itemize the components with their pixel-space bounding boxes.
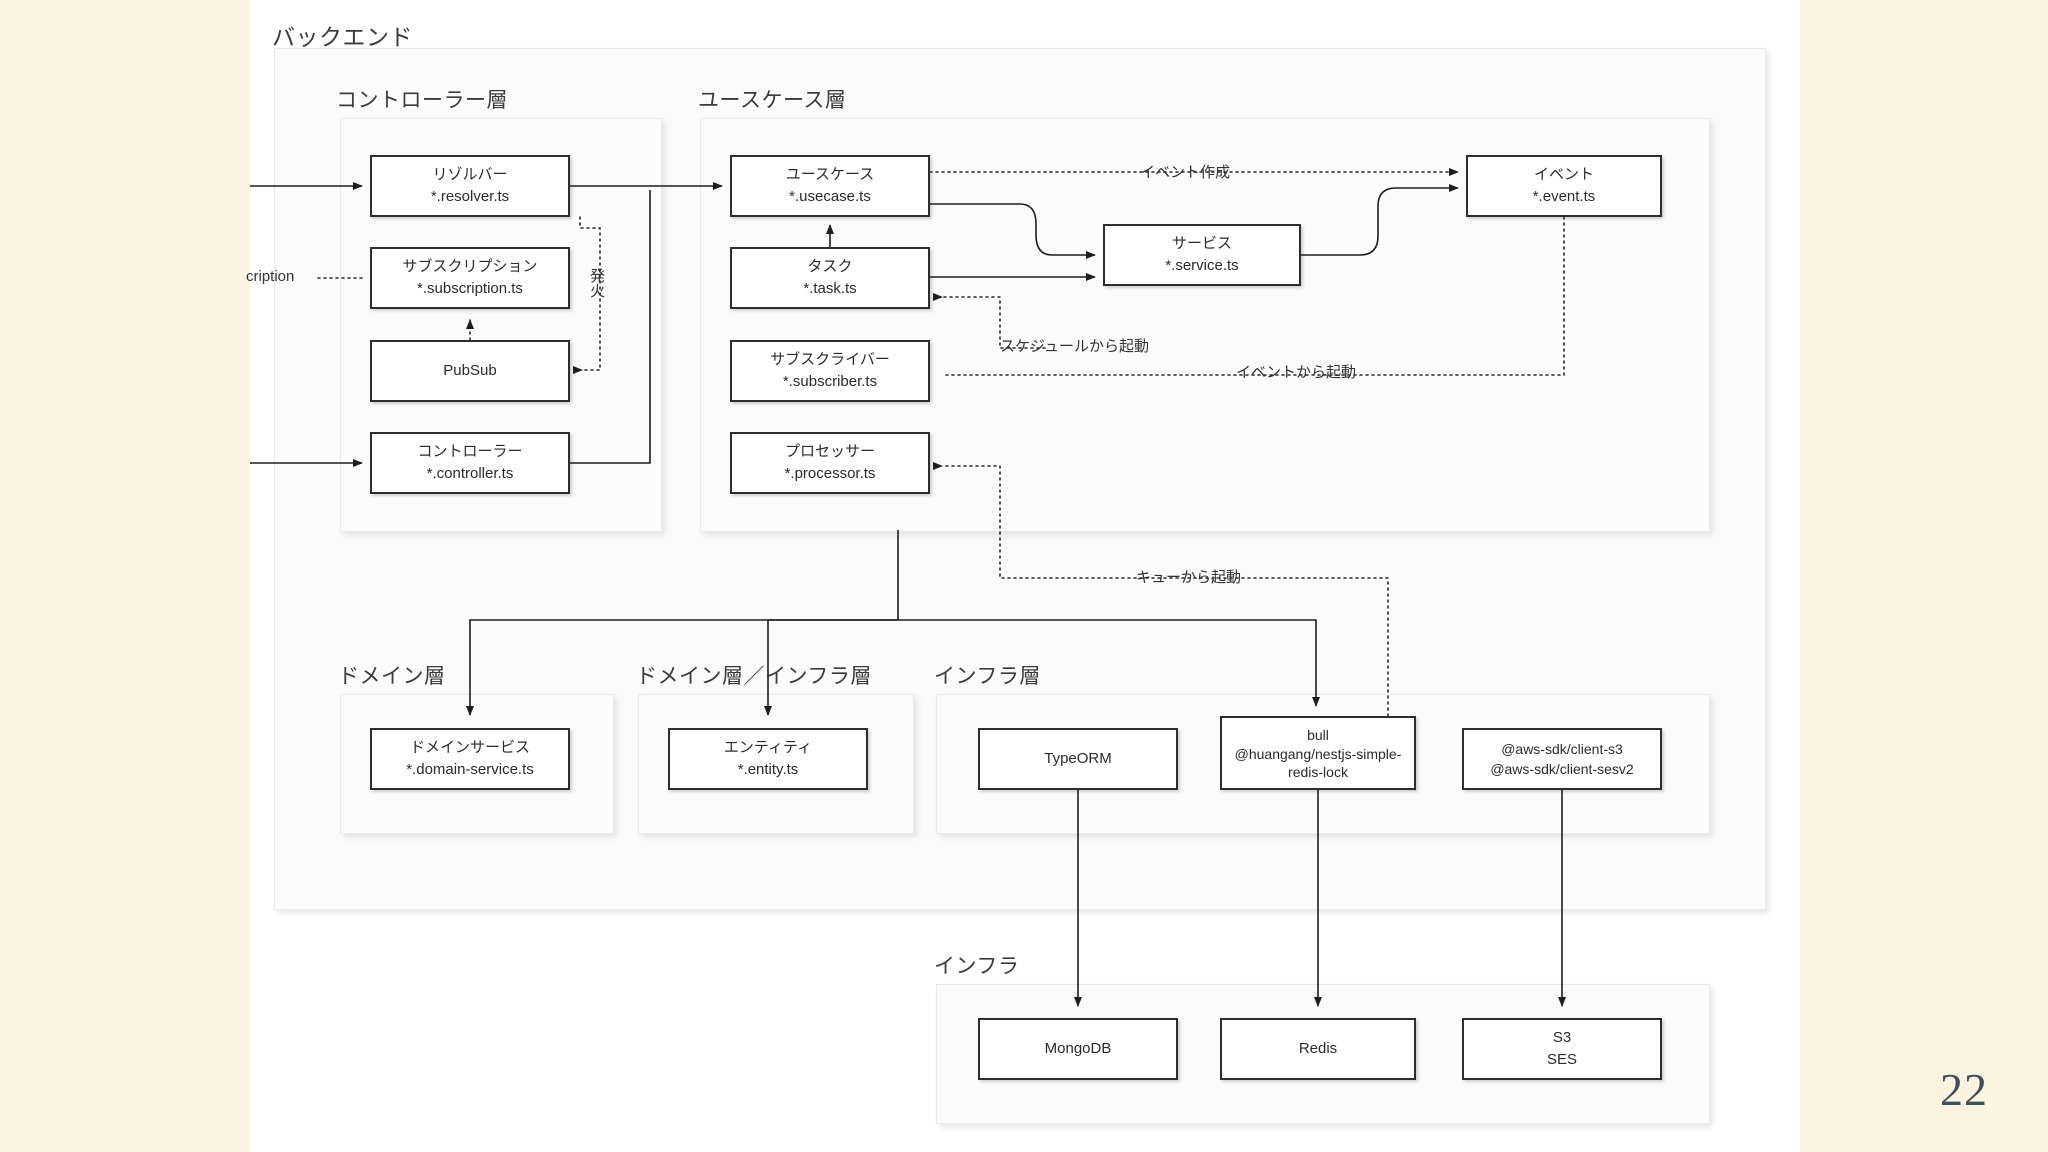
- group-label-domain-layer: ドメイン層: [338, 665, 446, 688]
- node-event-file: *.event.ts: [1532, 188, 1596, 205]
- node-resolver-title: リゾルバー: [432, 166, 508, 184]
- node-bull[interactable]: bull @huangang/nestjs-simple-redis-lock: [1220, 716, 1416, 790]
- node-task-file: *.task.ts: [803, 280, 857, 297]
- node-aws-sdk[interactable]: @aws-sdk/client-s3 @aws-sdk/client-sesv2: [1462, 728, 1662, 790]
- node-subscription-file: *.subscription.ts: [417, 280, 523, 297]
- edge-label-event-create: イベント作成: [1140, 164, 1231, 181]
- node-usecase-file: *.usecase.ts: [789, 188, 871, 205]
- node-pubsub[interactable]: PubSub: [370, 340, 570, 402]
- node-task[interactable]: タスク *.task.ts: [730, 247, 930, 309]
- node-usecase-title: ユースケース: [785, 166, 875, 184]
- node-mongodb-title: MongoDB: [1044, 1040, 1112, 1058]
- node-entity-title: エンティティ: [723, 739, 813, 757]
- group-label-infra: インフラ: [934, 955, 1020, 978]
- node-bull-title: bull: [1307, 726, 1329, 743]
- node-event-title: イベント: [1533, 166, 1594, 184]
- node-bull-file: @huangang/nestjs-simple-redis-lock: [1234, 745, 1402, 781]
- node-service[interactable]: サービス *.service.ts: [1103, 224, 1301, 286]
- node-event[interactable]: イベント *.event.ts: [1466, 155, 1662, 217]
- node-domain-service[interactable]: ドメインサービス *.domain-service.ts: [370, 728, 570, 790]
- node-resolver-file: *.resolver.ts: [430, 188, 510, 205]
- node-usecase[interactable]: ユースケース *.usecase.ts: [730, 155, 930, 217]
- node-processor-file: *.processor.ts: [784, 465, 876, 482]
- node-typeorm-title: TypeORM: [1044, 750, 1112, 768]
- group-label-usecase-layer: ユースケース層: [698, 89, 847, 112]
- node-controller-title: コントローラー: [417, 443, 523, 461]
- group-label-backend: バックエンド: [272, 24, 413, 50]
- node-subscription-title: サブスクリプション: [402, 258, 538, 276]
- node-entity[interactable]: エンティティ *.entity.ts: [668, 728, 868, 790]
- node-subscriber[interactable]: サブスクライバー *.subscriber.ts: [730, 340, 930, 402]
- node-controller-file: *.controller.ts: [426, 465, 514, 482]
- edge-label-event-start: イベントから起動: [1236, 364, 1357, 381]
- edge-label-schedule-start: スケジュールから起動: [1000, 338, 1149, 355]
- node-entity-file: *.entity.ts: [737, 761, 799, 778]
- node-subscriber-file: *.subscriber.ts: [782, 373, 878, 390]
- page-number: 22: [1940, 1064, 1988, 1115]
- node-typeorm[interactable]: TypeORM: [978, 728, 1178, 790]
- node-controller[interactable]: コントローラー *.controller.ts: [370, 432, 570, 494]
- node-domain-service-title: ドメインサービス: [409, 739, 530, 757]
- node-resolver[interactable]: リゾルバー *.resolver.ts: [370, 155, 570, 217]
- node-redis-title: Redis: [1298, 1040, 1338, 1058]
- node-ses-title: SES: [1546, 1051, 1577, 1068]
- node-processor-title: プロセッサー: [784, 443, 875, 461]
- node-task-title: タスク: [807, 258, 853, 276]
- node-redis[interactable]: Redis: [1220, 1018, 1416, 1080]
- node-aws-sdk-client-s3: @aws-sdk/client-s3: [1501, 740, 1623, 757]
- node-aws-sdk-client-sesv2: @aws-sdk/client-sesv2: [1490, 761, 1634, 777]
- node-subscriber-title: サブスクライバー: [770, 351, 890, 369]
- group-label-infra-layer: インフラ層: [934, 665, 1041, 688]
- node-service-title: サービス: [1171, 235, 1232, 253]
- node-s3-ses[interactable]: S3 SES: [1462, 1018, 1662, 1080]
- node-service-file: *.service.ts: [1165, 257, 1239, 274]
- node-mongodb[interactable]: MongoDB: [978, 1018, 1178, 1080]
- node-pubsub-title: PubSub: [443, 362, 497, 380]
- node-domain-service-file: *.domain-service.ts: [406, 761, 534, 778]
- node-processor[interactable]: プロセッサー *.processor.ts: [730, 432, 930, 494]
- group-label-controller-layer: コントローラー層: [336, 89, 508, 112]
- edge-label-queue-start: キューから起動: [1136, 569, 1242, 586]
- group-label-domain-infra-layer: ドメイン層／インフラ層: [636, 665, 872, 688]
- edge-label-subscription-in: cription: [246, 268, 295, 285]
- node-subscription[interactable]: サブスクリプション *.subscription.ts: [370, 247, 570, 309]
- edge-label-fire: 発火: [588, 268, 605, 298]
- node-s3-title: S3: [1552, 1029, 1572, 1047]
